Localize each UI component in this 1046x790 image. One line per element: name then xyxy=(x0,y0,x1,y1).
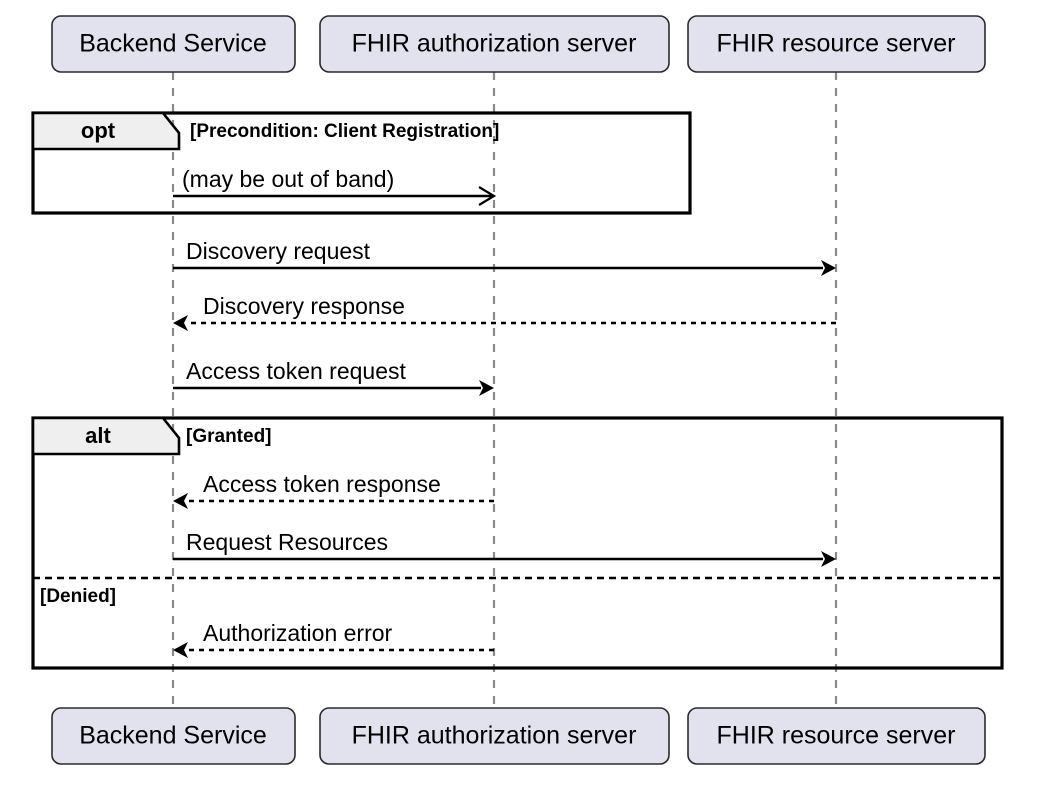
header-participant-backend[interactable]: Backend Service xyxy=(51,15,296,73)
header-participant-resource[interactable]: FHIR resource server xyxy=(687,15,986,73)
messages-layer: (may be out of band) Discovery requestDis… xyxy=(173,166,836,658)
alt-fragment-tab xyxy=(31,416,181,456)
msg-registration[interactable]: (may be out of band) xyxy=(173,166,497,206)
footer-participant-label-backend: Backend Service xyxy=(79,722,267,750)
msg-authorization-error-label: Authorization error xyxy=(203,620,393,646)
msg-request-resources[interactable]: Request Resources xyxy=(173,529,836,567)
fragments-layer: opt [Precondition: Client Registration] al… xyxy=(31,111,1004,670)
msg-registration-arrowhead xyxy=(478,186,497,206)
footer-participant-label-resource: FHIR resource server xyxy=(717,722,956,750)
msg-discovery-request[interactable]: Discovery request xyxy=(173,238,836,276)
opt-fragment: opt [Precondition: Client Registration] xyxy=(31,111,692,215)
lifelines-layer xyxy=(171,72,838,708)
alt-fragment: alt [Granted] [Denied] xyxy=(31,416,1004,670)
header-participant-auth[interactable]: FHIR authorization server xyxy=(319,15,670,73)
opt-fragment-tab xyxy=(31,111,181,151)
msg-discovery-response-label: Discovery response xyxy=(203,293,405,319)
msg-authorization-error[interactable]: Authorization error xyxy=(173,620,494,658)
footer-participant-backend[interactable]: Backend Service xyxy=(51,707,296,765)
msg-authorization-error-arrowhead xyxy=(173,642,188,658)
msg-access-token-request-arrowhead xyxy=(479,380,494,396)
msg-discovery-response[interactable]: Discovery response xyxy=(173,293,836,331)
msg-discovery-request-arrowhead xyxy=(821,260,836,276)
header-participant-box-backend[interactable] xyxy=(51,15,296,73)
msg-discovery-response-arrowhead xyxy=(173,315,188,331)
header-participant-label-auth: FHIR authorization server xyxy=(352,30,637,58)
footer-participant-resource[interactable]: FHIR resource server xyxy=(687,707,986,765)
msg-discovery-request-label: Discovery request xyxy=(186,238,371,264)
msg-request-resources-arrowhead xyxy=(821,551,836,567)
header-participant-box-auth[interactable] xyxy=(319,15,670,73)
footer-participant-box-auth[interactable] xyxy=(319,707,670,765)
msg-access-token-request-label: Access token request xyxy=(186,358,407,384)
alt-fragment-divider-guard-0: [Denied] xyxy=(40,586,116,607)
opt-fragment-guard-label: [Precondition: Client Registration] xyxy=(190,121,499,142)
header-participant-label-backend: Backend Service xyxy=(79,30,267,58)
msg-access-token-response-label: Access token response xyxy=(203,471,441,497)
footer-participant-box-backend[interactable] xyxy=(51,707,296,765)
msg-access-token-response[interactable]: Access token response xyxy=(173,471,494,509)
header-participant-box-resource[interactable] xyxy=(687,15,986,73)
alt-fragment-operator-label: alt xyxy=(85,423,111,448)
msg-registration-label: (may be out of band) xyxy=(182,166,394,192)
alt-fragment-outline xyxy=(31,416,1004,670)
opt-fragment-outline xyxy=(31,111,692,215)
msg-access-token-response-arrowhead xyxy=(173,493,188,509)
msg-access-token-request[interactable]: Access token request xyxy=(173,358,494,396)
header-participant-label-resource: FHIR resource server xyxy=(717,30,956,58)
footer-participant-label-auth: FHIR authorization server xyxy=(352,722,637,750)
footer-participant-auth[interactable]: FHIR authorization server xyxy=(319,707,670,765)
msg-request-resources-label: Request Resources xyxy=(186,529,388,555)
alt-fragment-guard-label: [Granted] xyxy=(186,426,272,447)
opt-fragment-operator-label: opt xyxy=(81,118,116,143)
footer-participant-box-resource[interactable] xyxy=(687,707,986,765)
